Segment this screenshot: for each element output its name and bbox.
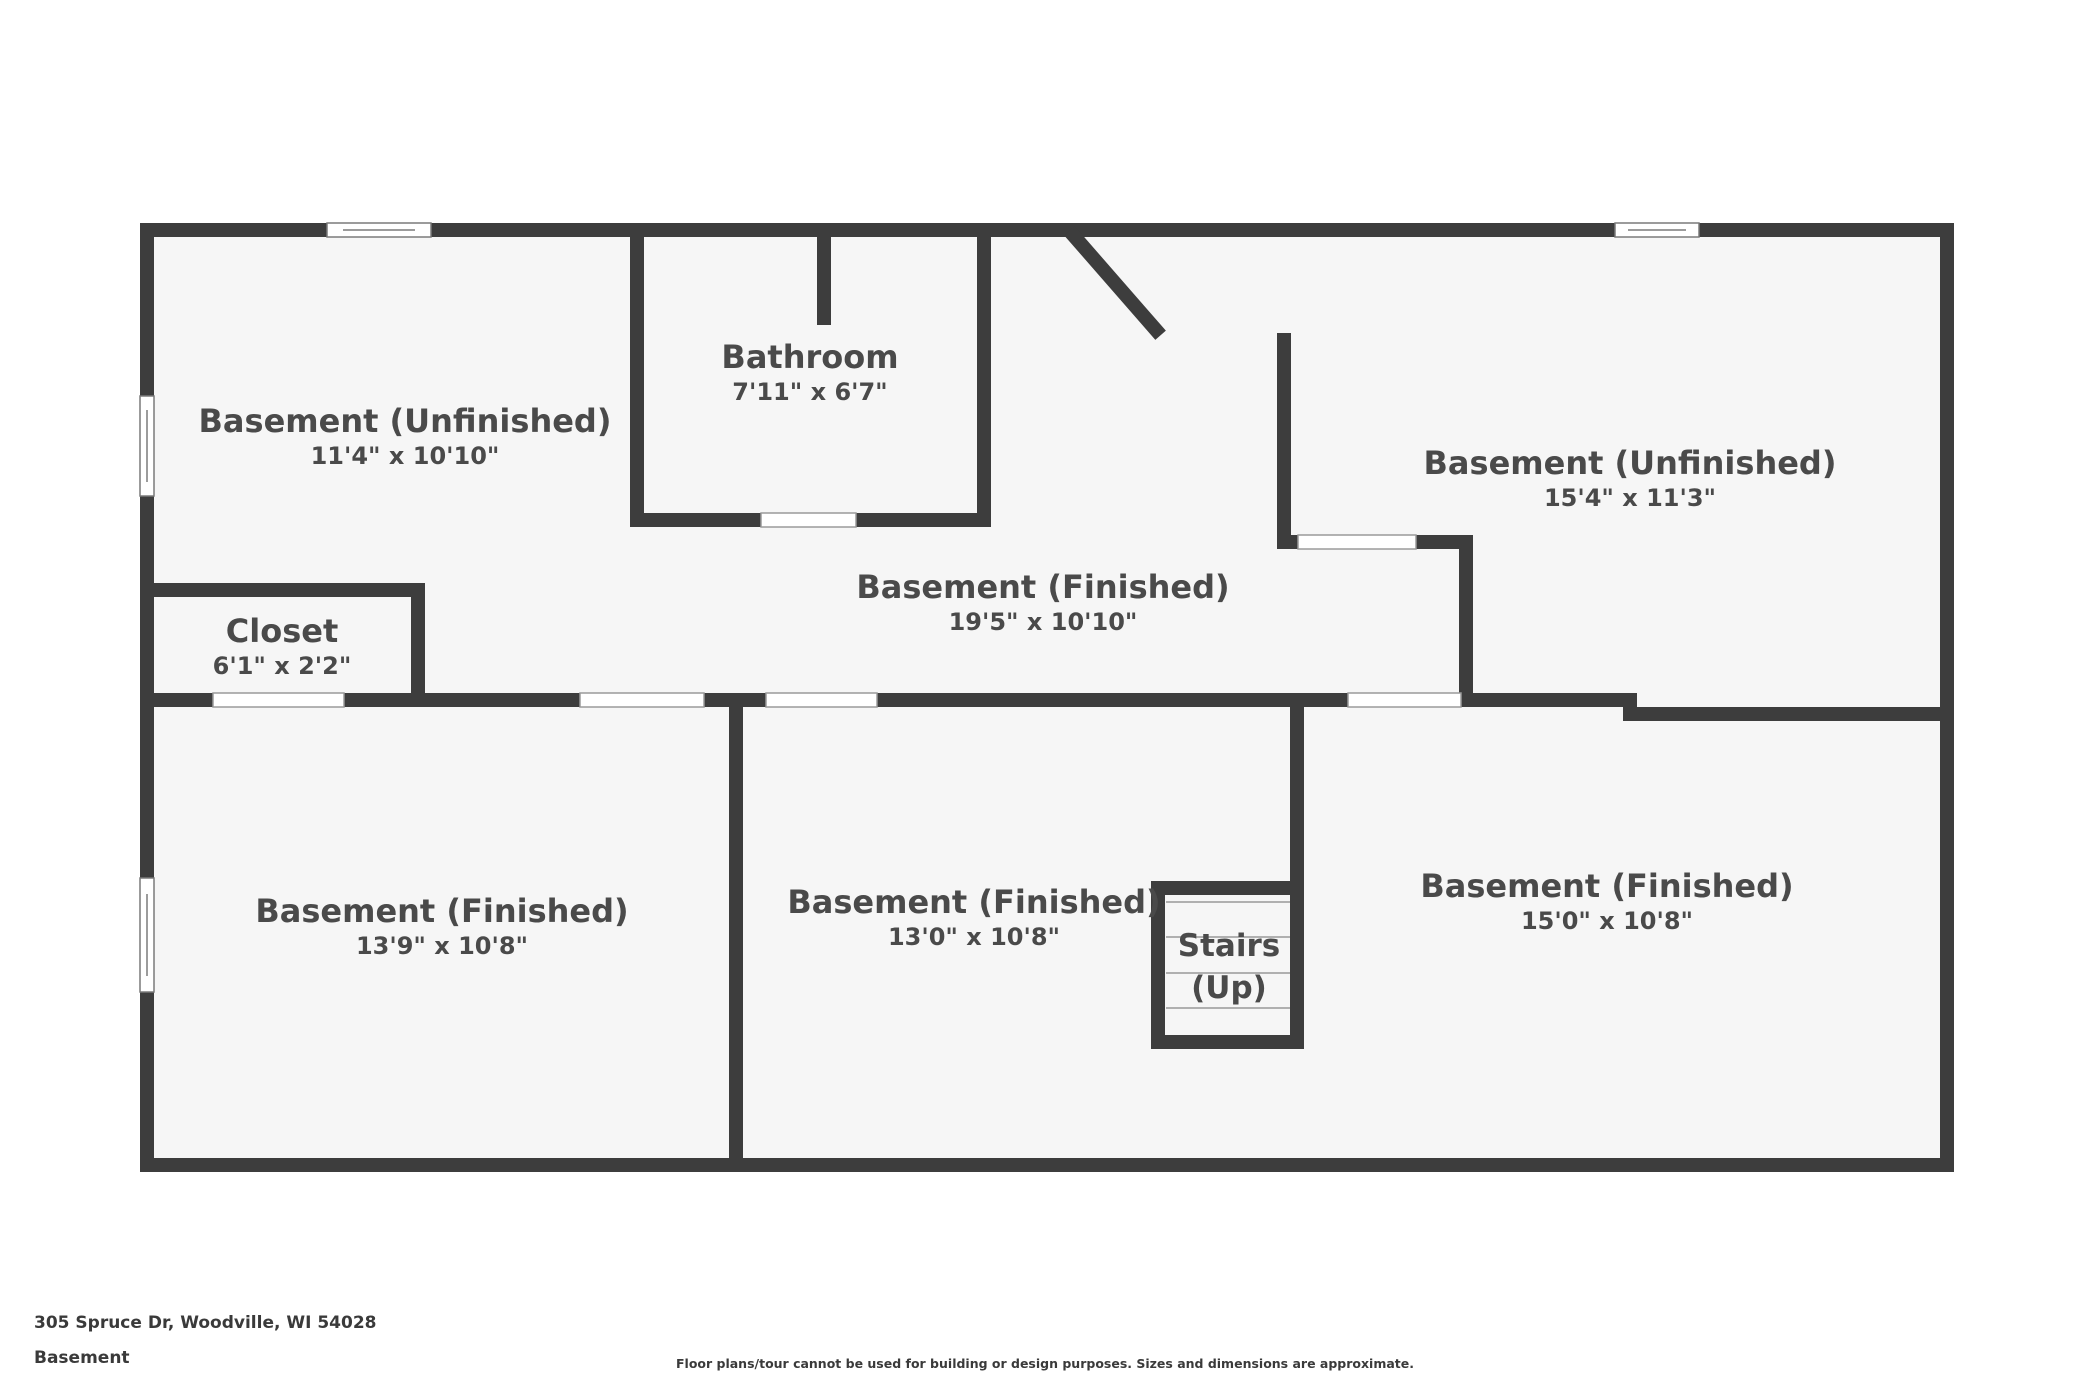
room-label-closet: Closet 6'1" x 2'2" [213,612,352,682]
room-name: Closet [225,612,339,650]
door-opening [212,692,345,708]
room-label-basement-unfinished-left: Basement (Unfinished) 11'4" x 10'10" [199,402,612,472]
room-label-basement-finished-right: Basement (Finished) 15'0" x 10'8" [1420,867,1793,937]
room-dimensions: 13'0" x 10'8" [887,923,1061,951]
stairs-wall [1151,881,1304,1049]
door-opening [765,692,878,708]
address-text: 305 Spruce Dr, Woodville, WI 54028 [34,1313,377,1333]
disclaimer-text: Floor plans/tour cannot be used for buil… [676,1356,1414,1371]
door-opening [1347,692,1462,708]
window [326,222,432,238]
room-label-basement-finished-left: Basement (Finished) 13'9" x 10'8" [255,892,628,962]
room-name: Basement (Finished) [787,883,1161,921]
room-name: Basement (Finished) [856,568,1230,606]
room-dimensions: 13'9" x 10'8" [355,932,529,960]
window [139,877,155,993]
room-name: Stairs (Up) [1177,928,1281,1006]
door-opening [760,512,857,528]
room-label-bathroom: Bathroom 7'11" x 6'7" [721,338,898,408]
interior-wall [1064,226,1166,340]
room-label-basement-unfinished-right: Basement (Unfinished) 15'4" x 11'3" [1424,444,1837,514]
room-dimensions: 15'4" x 11'3" [1543,484,1717,512]
room-label-stairs: Stairs (Up) [1178,925,1280,1009]
room-name: Basement (Finished) [1420,867,1794,905]
room-label-basement-finished-mid: Basement (Finished) 13'0" x 10'8" [787,883,1160,953]
room-name: Basement (Unfinished) [1423,444,1837,482]
room-dimensions: 11'4" x 10'10" [310,442,500,470]
window [139,395,155,497]
openings [212,512,1462,708]
room-dimensions: 7'11" x 6'7" [732,378,888,406]
room-dimensions: 6'1" x 2'2" [212,652,352,680]
room-dimensions: 15'0" x 10'8" [1520,907,1694,935]
door-opening [579,692,705,708]
windows [139,222,1700,993]
window [1614,222,1700,238]
stair-treads [1166,901,1290,1009]
floor-name: Basement [34,1348,130,1368]
room-name: Basement (Unfinished) [198,402,612,440]
room-dimensions: 19'5" x 10'10" [948,608,1138,636]
room-name: Basement (Finished) [255,892,629,930]
room-name: Bathroom [721,338,899,376]
door-opening [1297,534,1417,550]
room-label-basement-finished-center: Basement (Finished) 19'5" x 10'10" [856,568,1229,638]
